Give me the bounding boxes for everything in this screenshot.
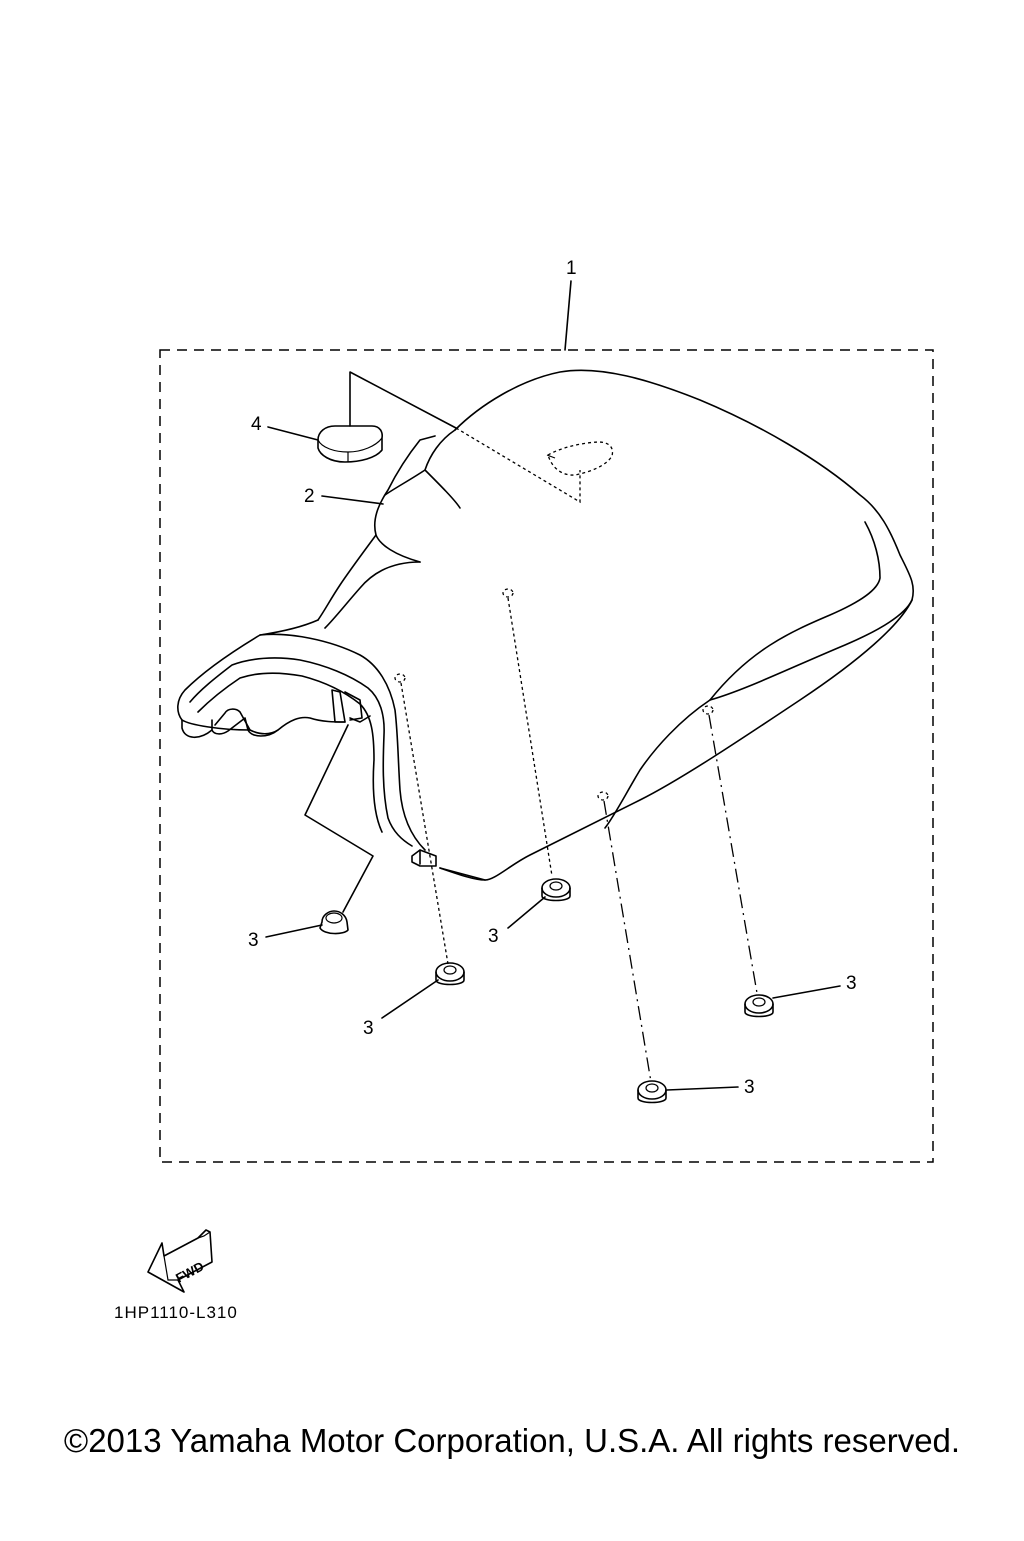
callout-3-label-c: 3 xyxy=(363,1018,374,1039)
seat-assembly-drawing xyxy=(177,369,915,881)
callout-2-leader xyxy=(321,495,384,505)
mount-holes xyxy=(394,588,714,801)
damper-1 xyxy=(319,910,349,935)
damper-2 xyxy=(541,878,571,902)
nose-damper-leader xyxy=(304,724,374,913)
callout-3-label-e: 3 xyxy=(744,1077,755,1098)
damper-3 xyxy=(435,962,465,986)
pad-part-4 xyxy=(317,425,383,463)
damper-4 xyxy=(744,994,774,1018)
damper-5 xyxy=(637,1080,667,1104)
callout-4-leader xyxy=(267,426,319,441)
forward-arrow-icon: FWD xyxy=(147,1229,213,1293)
callout-1-label: 1 xyxy=(566,258,577,279)
assembly-boundary-box xyxy=(159,349,934,1163)
pad-recess-hidden xyxy=(547,441,614,476)
callout-1-leader xyxy=(564,280,572,351)
pad-leader-lines xyxy=(349,371,457,429)
pad-hidden-lines xyxy=(455,427,581,504)
diagram-reference-code: 1HP1110-L310 xyxy=(114,1303,238,1322)
callout-2-label: 2 xyxy=(304,486,315,507)
projection-line-a xyxy=(507,597,553,877)
fwd-label: FWD xyxy=(173,1259,206,1286)
projection-line-d xyxy=(603,800,652,1083)
callout-4-label: 4 xyxy=(251,414,262,435)
projection-line-c xyxy=(708,714,758,994)
copyright-notice: ©2013 Yamaha Motor Corporation, U.S.A. A… xyxy=(63,1422,961,1459)
callout-3-label-a: 3 xyxy=(248,930,259,951)
callout-3-label-d: 3 xyxy=(846,973,857,994)
callout-3-label-b: 3 xyxy=(488,926,499,947)
